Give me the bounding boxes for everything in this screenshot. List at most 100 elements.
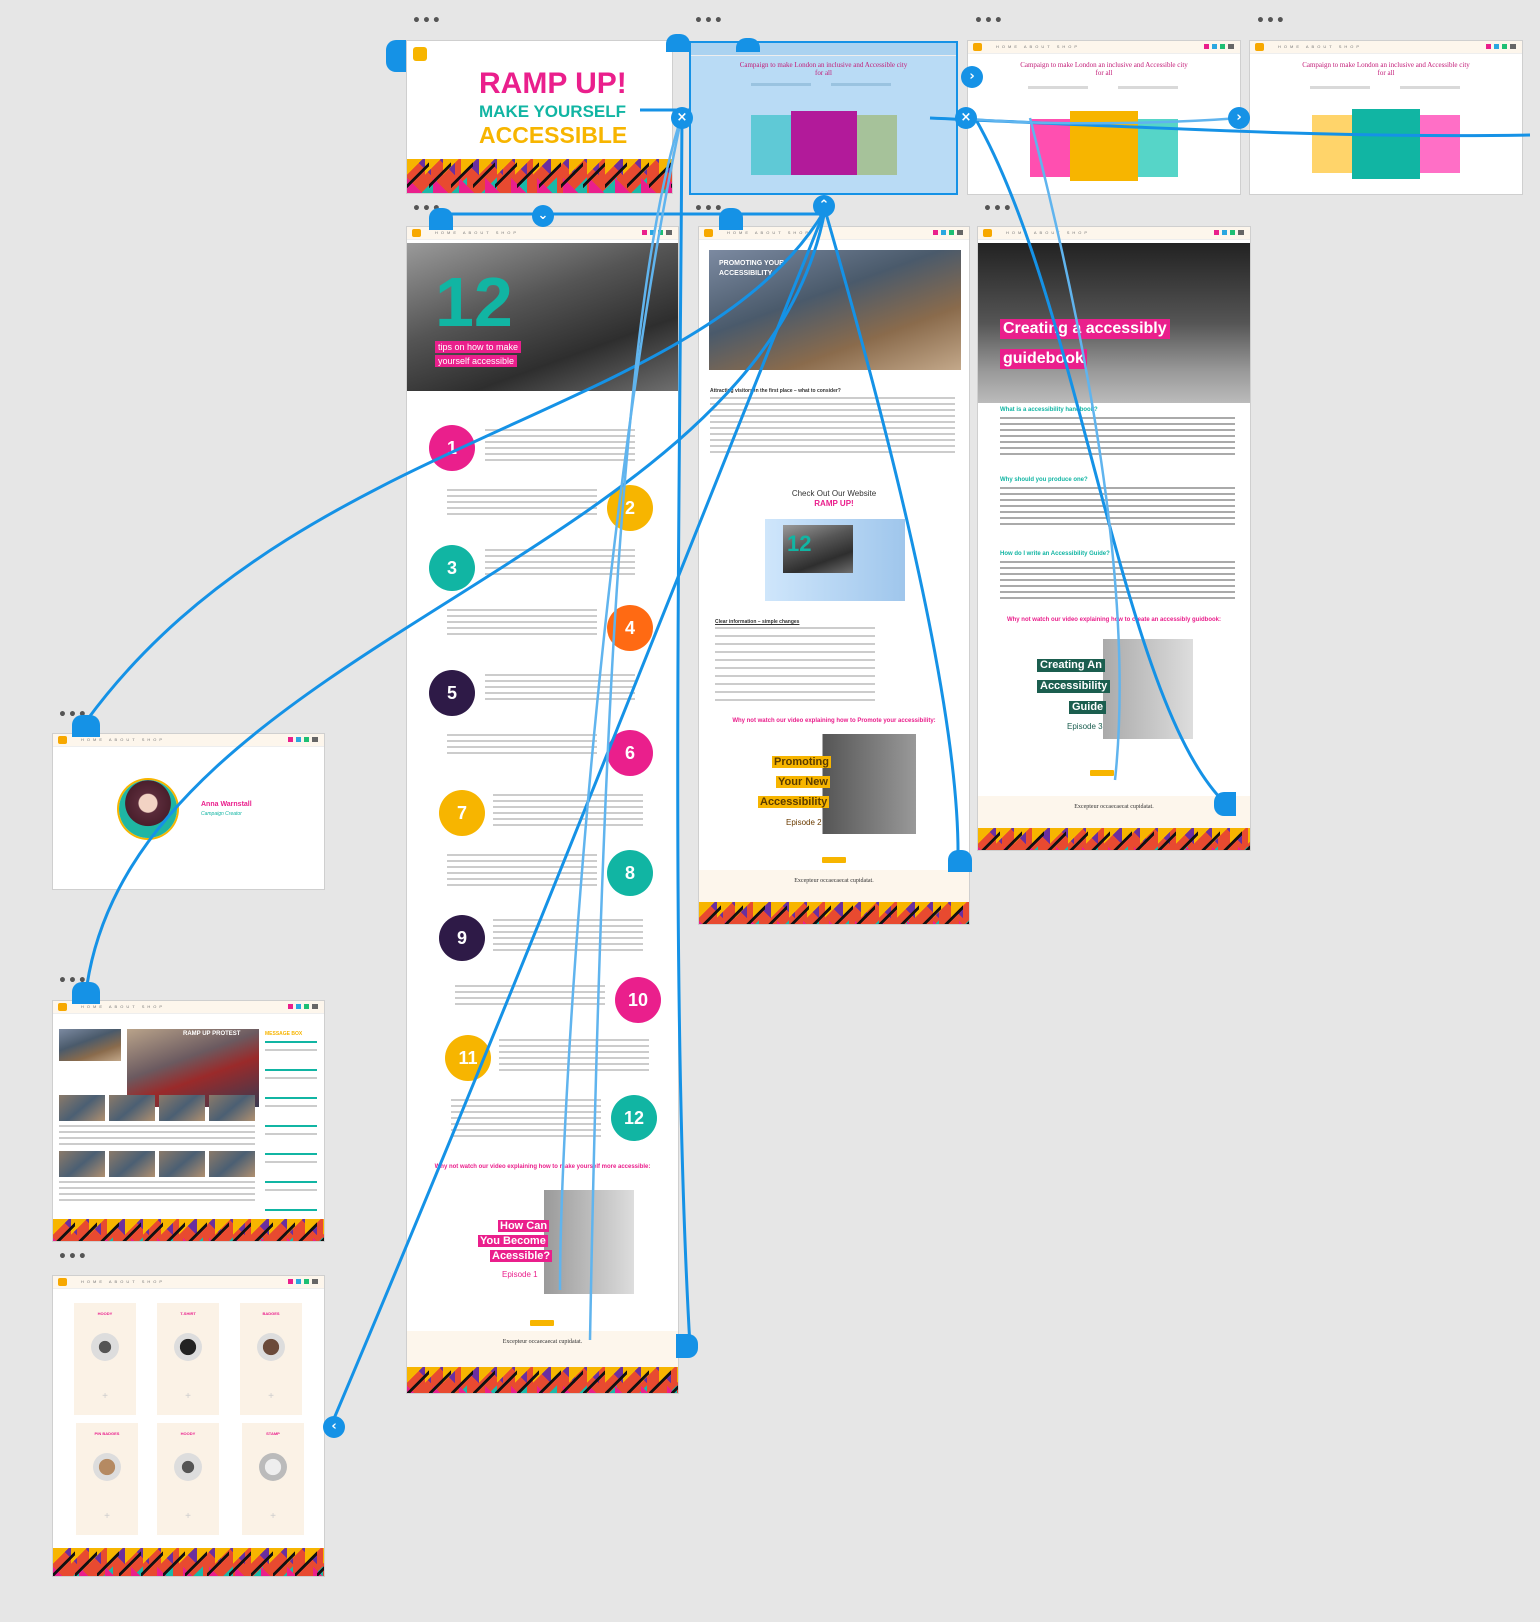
campaign-3-card-pink[interactable]: [1420, 115, 1460, 173]
guidebook-video-heading: Why not watch our video explaining how t…: [1006, 617, 1222, 623]
tip-9-text: [493, 919, 643, 951]
promote-hero-line-1: PROMOTING YOUR: [719, 260, 785, 267]
profile-avatar: [119, 780, 177, 838]
promote-clear-info: Clear information – simple changes: [715, 619, 800, 625]
blog-thumb-8[interactable]: [209, 1151, 255, 1177]
artboard-tips[interactable]: HOME ABOUT SHOP 12 tips on how to make y…: [407, 227, 678, 1393]
artboard-campaign-2[interactable]: HOME ABOUT SHOP Campaign to make London …: [968, 41, 1240, 194]
artboard-profile[interactable]: HOME ABOUT SHOP Anna Warnstall Campaign …: [53, 734, 324, 889]
promote-video-line-1: Promoting: [772, 756, 831, 768]
blog-feature-left[interactable]: [59, 1029, 121, 1061]
connector-tab-promote[interactable]: [719, 208, 743, 230]
artboard-menu-guidebook[interactable]: •••: [983, 201, 1013, 217]
shop-product-image-5: [174, 1453, 202, 1481]
tips-video-episode: Episode 1: [502, 1270, 538, 1279]
guidebook-hero-line-1: Creating a accessibly: [1000, 319, 1170, 339]
promote-website-line-2: RAMP UP!: [814, 499, 854, 508]
guidebook-footer: Excepteur occaecaecat cupidatat.: [978, 796, 1250, 850]
blog-thumb-1[interactable]: [59, 1095, 105, 1121]
connector-tab-tips[interactable]: [429, 208, 453, 230]
handle-swap-campaign-1[interactable]: ×: [671, 107, 693, 129]
handle-prev-shop[interactable]: ‹: [323, 1416, 345, 1438]
artboard-guidebook[interactable]: HOME ABOUT SHOP Creating a accessibly gu…: [978, 227, 1250, 850]
guidebook-q3: How do I write an Accessibility Guide?: [1000, 551, 1110, 557]
connector-tab-tips-footer[interactable]: [676, 1334, 698, 1358]
blog-thumb-6[interactable]: [109, 1151, 155, 1177]
artboard-menu-shop[interactable]: •••: [58, 1249, 88, 1265]
handle-up-campaign[interactable]: ⌃: [813, 195, 835, 217]
campaign-3-nav: HOME ABOUT SHOP: [1250, 41, 1522, 54]
shop-card-6[interactable]: STAMP +: [242, 1423, 304, 1535]
artboard-menu-campaign-2[interactable]: •••: [974, 13, 1004, 29]
blog-thumb-3[interactable]: [159, 1095, 205, 1121]
home-logo: [413, 47, 427, 61]
home-confetti-banner: [407, 159, 672, 193]
promote-yellow-button[interactable]: [822, 857, 846, 863]
connector-tab-blog[interactable]: [72, 982, 100, 1004]
artboard-promote[interactable]: HOME ABOUT SHOP PROMOTING YOUR ACCESSIBI…: [699, 227, 969, 924]
handle-down-tips[interactable]: ⌄: [532, 205, 554, 227]
campaign-1-card-magenta[interactable]: [791, 111, 857, 175]
shop-product-image-6: [259, 1453, 287, 1481]
tip-9-badge: 9: [439, 915, 485, 961]
connector-tab-profile[interactable]: [72, 715, 100, 737]
tips-video-line-3: Acessible?: [490, 1250, 553, 1262]
artboard-menu-campaign-1[interactable]: •••: [694, 13, 724, 29]
promote-bullets: [715, 627, 875, 707]
tips-yellow-button[interactable]: [530, 1320, 554, 1326]
shop-card-1[interactable]: HOODY +: [74, 1303, 136, 1415]
campaign-1-card-cyan[interactable]: [751, 115, 791, 175]
guidebook-video-thumbnail[interactable]: Creating An Accessibility Guide Episode …: [1013, 639, 1193, 739]
handle-next-campaign-3[interactable]: ›: [1228, 107, 1250, 129]
blog-thumb-2[interactable]: [109, 1095, 155, 1121]
campaign-2-title: Campaign to make London an inclusive and…: [1020, 61, 1188, 77]
handle-swap-campaign-2[interactable]: ×: [955, 107, 977, 129]
campaign-3-card-yellow[interactable]: [1312, 115, 1352, 173]
artboard-menu-campaign-3[interactable]: •••: [1256, 13, 1286, 29]
promote-mock-number: 12: [787, 531, 812, 556]
tip-1-badge: 1: [429, 425, 475, 471]
guidebook-a1: [1000, 417, 1235, 457]
promote-website-line-1: Check Out Our Website: [791, 489, 877, 498]
profile-nav: HOME ABOUT SHOP: [53, 734, 324, 747]
artboard-home[interactable]: RAMP UP! MAKE YOURSELF ACCESSIBLE: [407, 41, 672, 193]
shop-card-2[interactable]: T-SHIRT +: [157, 1303, 219, 1415]
artboard-campaign-1[interactable]: Campaign to make London an inclusive and…: [691, 43, 956, 193]
tip-11-badge: 11: [445, 1035, 491, 1081]
shop-nav: HOME ABOUT SHOP: [53, 1276, 324, 1289]
tips-hero-number: 12: [435, 263, 513, 341]
connector-tab-campaign-1-top[interactable]: [666, 34, 690, 52]
connector-tab-guidebook[interactable]: [1214, 792, 1236, 816]
artboard-menu-home[interactable]: •••: [412, 13, 442, 29]
tip-10-badge: 10: [615, 977, 661, 1023]
campaign-3-card-teal[interactable]: [1352, 109, 1420, 179]
blog-thumb-7[interactable]: [159, 1151, 205, 1177]
blog-thumb-5[interactable]: [59, 1151, 105, 1177]
shop-card-4[interactable]: PIN BADGES +: [76, 1423, 138, 1535]
connector-tab-campaign-1-top-2[interactable]: [736, 38, 760, 52]
connector-tab-promote-footer[interactable]: [948, 850, 972, 872]
artboard-campaign-3[interactable]: HOME ABOUT SHOP Campaign to make London …: [1250, 41, 1522, 194]
shop-product-image-2: [174, 1333, 202, 1361]
guidebook-yellow-button[interactable]: [1090, 770, 1114, 776]
campaign-1-title: Campaign to make London an inclusive and…: [739, 61, 908, 77]
tips-video-thumbnail[interactable]: How Can You Become Acessible? Episode 1: [454, 1190, 634, 1294]
shop-card-5[interactable]: HOODY +: [157, 1423, 219, 1535]
connector-tab-home[interactable]: [386, 40, 406, 72]
promote-device-mockup[interactable]: 12: [765, 519, 905, 601]
artboard-blog[interactable]: HOME ABOUT SHOP RAMP UP PROTEST MESSAGE …: [53, 1001, 324, 1241]
artboard-shop[interactable]: HOME ABOUT SHOP HOODY + T-SHIRT + BADGES…: [53, 1276, 324, 1576]
guidebook-video-episode: Episode 3: [1067, 722, 1103, 731]
blog-hero-image[interactable]: [127, 1029, 259, 1107]
blog-thumb-4[interactable]: [209, 1095, 255, 1121]
shop-card-3[interactable]: BADGES +: [240, 1303, 302, 1415]
handle-next-campaign-2[interactable]: ›: [961, 66, 983, 88]
home-headline-2: MAKE YOURSELF: [479, 102, 627, 121]
tip-12-badge: 12: [611, 1095, 657, 1141]
tips-footer: Excepteur occaecaecat cupidatat.: [407, 1331, 678, 1393]
shop-product-image-3: [257, 1333, 285, 1361]
tip-11-text: [499, 1039, 649, 1071]
promote-video-thumbnail[interactable]: Promoting Your New Accessibility Episode…: [736, 734, 916, 834]
campaign-1-card-olive[interactable]: [857, 115, 897, 175]
